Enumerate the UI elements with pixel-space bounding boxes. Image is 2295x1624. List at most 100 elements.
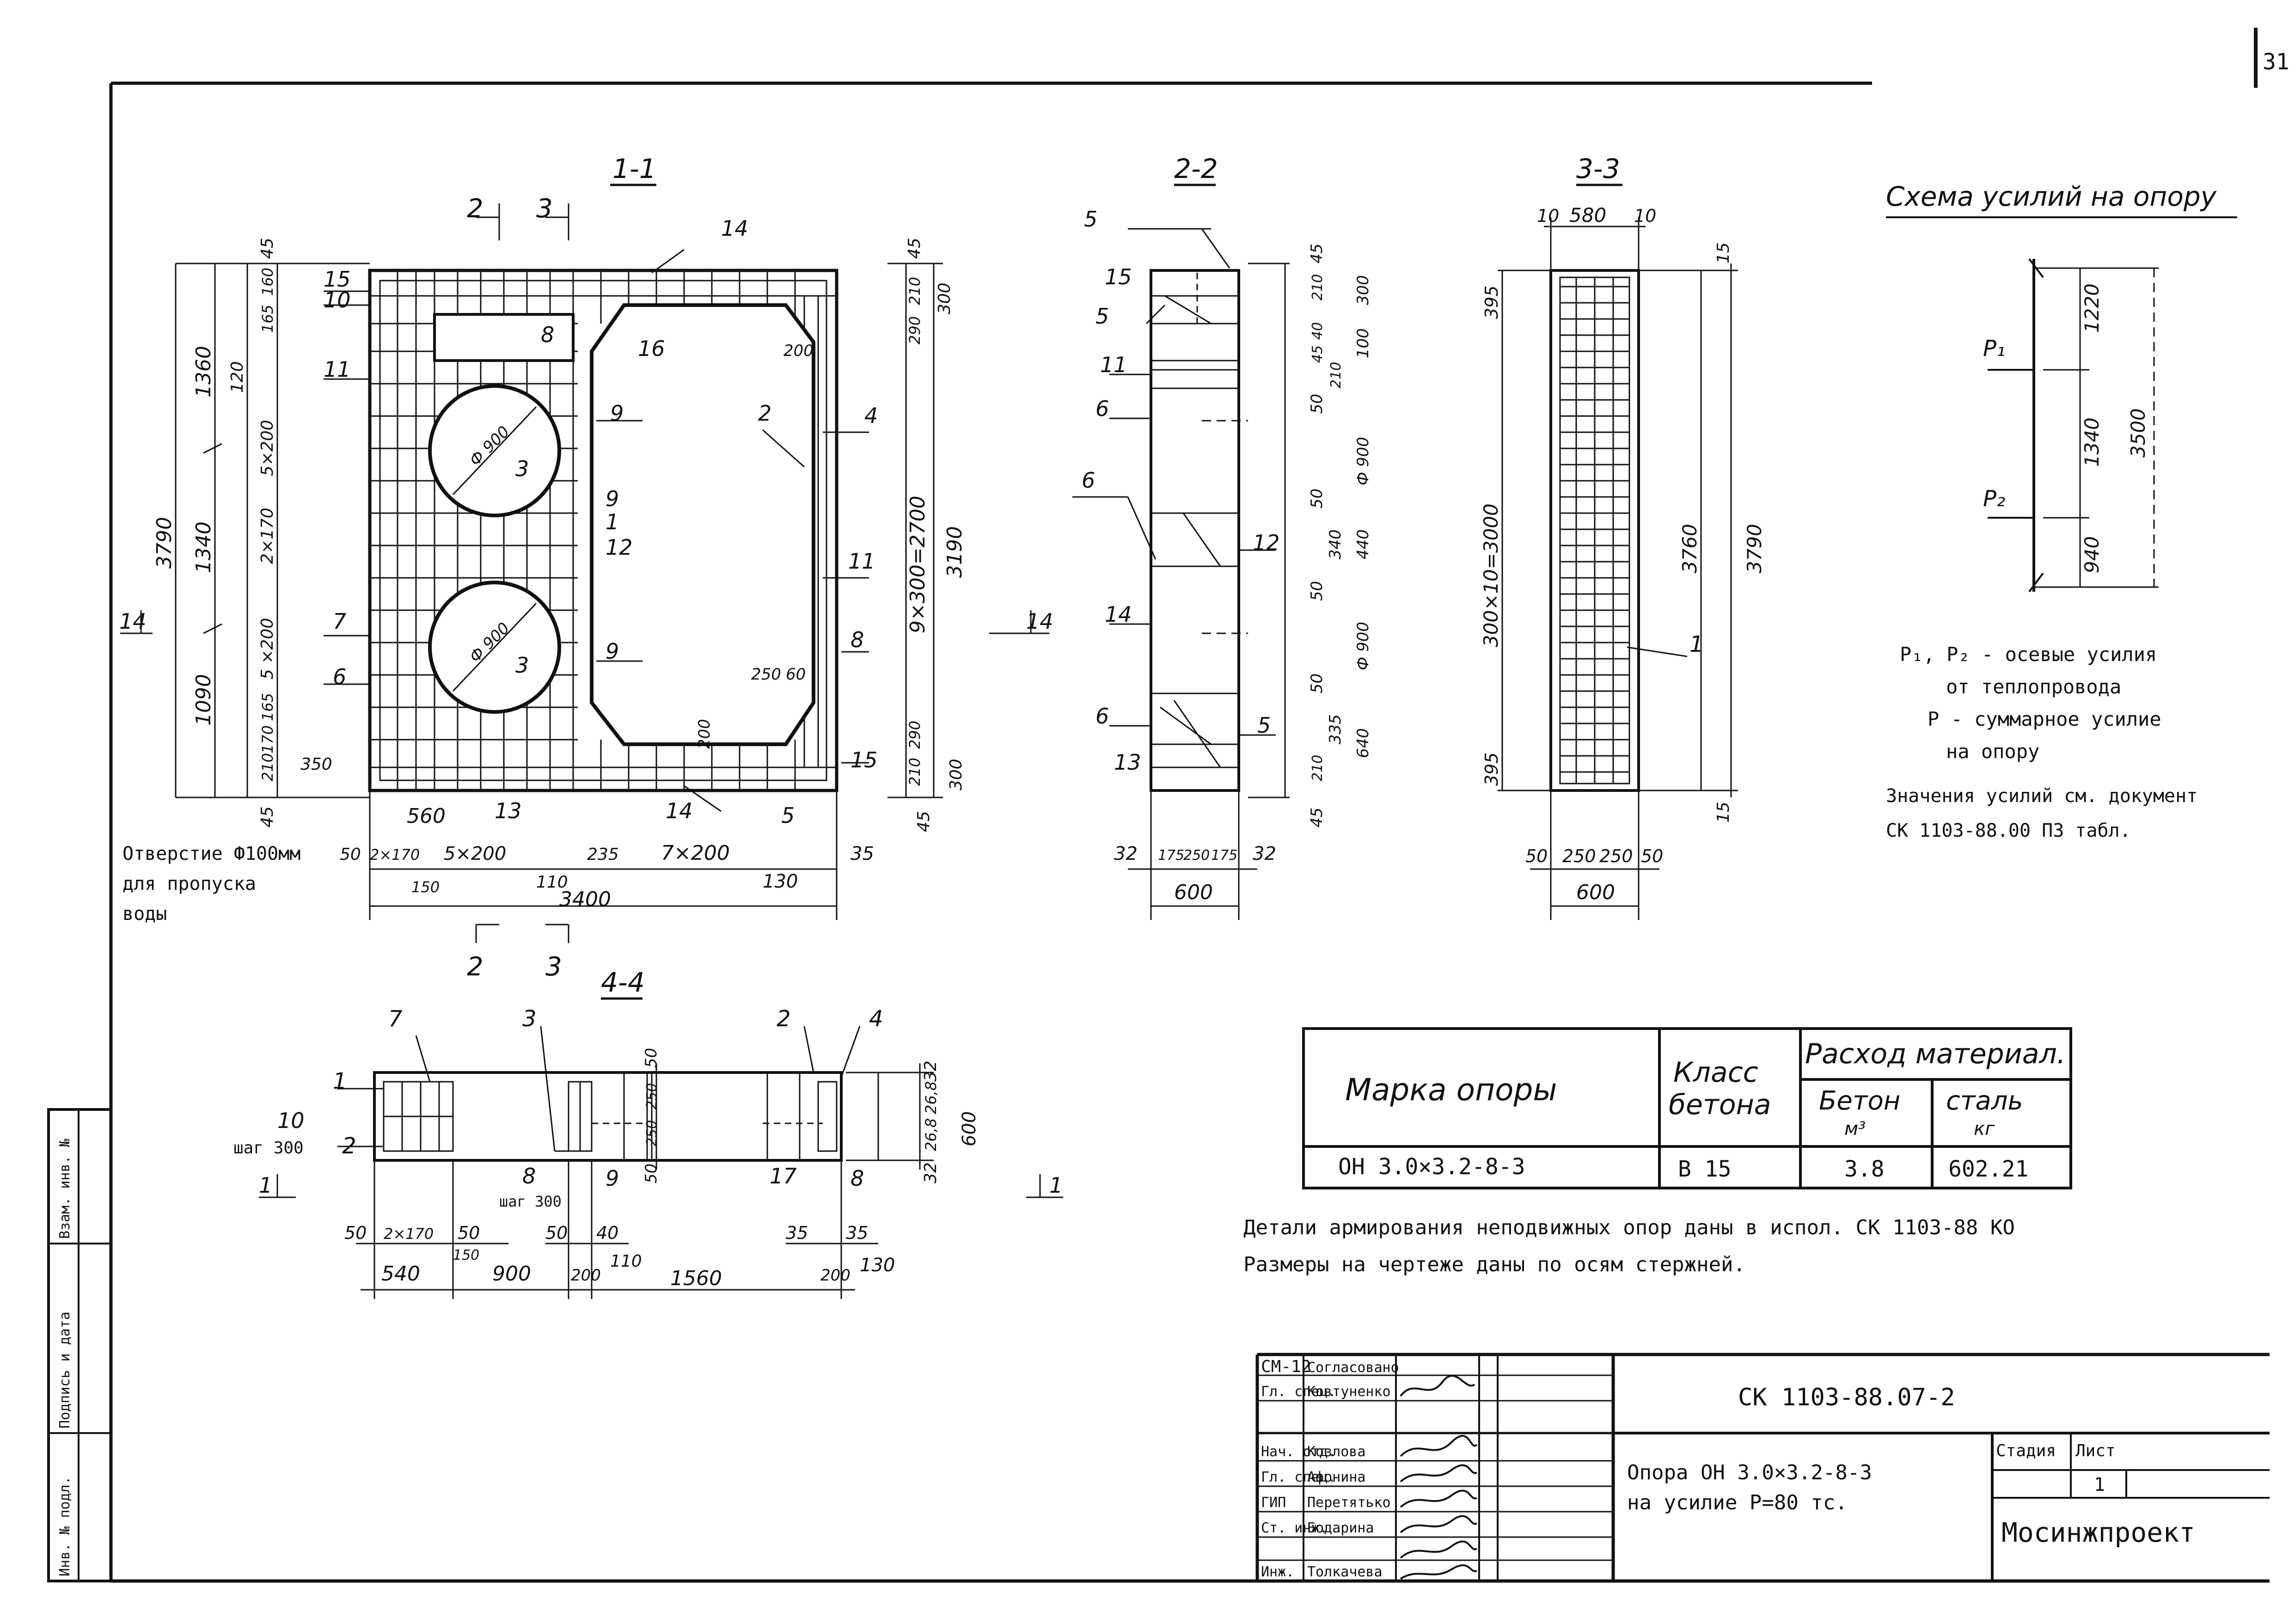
dim-35: 35	[851, 843, 874, 864]
dim-170: 170	[259, 725, 276, 754]
tb-r4-c0: Гл. спец.	[1261, 1469, 1336, 1485]
s44-b1-2x170: 2×170	[384, 1225, 434, 1243]
pos-4: 4	[864, 403, 878, 428]
tb-r7-c1: Толкачева	[1307, 1564, 1383, 1580]
tb-sheet-value: 1	[2094, 1474, 2105, 1495]
dim-1090: 1090	[192, 674, 215, 726]
s33-pos-1: 1	[1689, 631, 1704, 657]
tb-desc-2: на усилие P=80 тс.	[1627, 1491, 1848, 1514]
stamp-vzam: Взам. инв. №	[57, 1139, 73, 1239]
dim-50: 50	[340, 845, 361, 864]
s22-bot-32-b: 32	[1253, 843, 1276, 864]
s44-pos-2-left: 2	[342, 1133, 356, 1159]
section-4-4	[259, 997, 1063, 1299]
s22-dim-300: 300	[1354, 275, 1372, 305]
scheme-ref-2: СК 1103-88.00 ПЗ табл.	[1886, 820, 2131, 841]
stamp-sign: Подпись и дата	[57, 1311, 73, 1428]
s44-cut-1-left: 1	[259, 1173, 272, 1198]
s44-b3-1560: 1560	[670, 1267, 722, 1290]
s22-pos-5-b: 5	[1257, 713, 1271, 738]
s22-pos-6-b: 6	[1082, 468, 1095, 493]
section-1-1	[120, 184, 1049, 943]
pos-9-b: 9	[606, 486, 619, 511]
table-col-consumption: Расход материал.	[1805, 1038, 2066, 1070]
dim-165-b: 165	[259, 693, 276, 721]
table-col-steel: сталь	[1946, 1086, 2023, 1116]
force-scheme-labels: Схема усилий на опору P₁ P₂ 1220 1340 94…	[1886, 181, 2217, 841]
table-row-class: В 15	[1678, 1156, 1732, 1182]
dim-top-210: 210	[906, 277, 924, 305]
s44-right-268-b: 26,8	[922, 1118, 940, 1151]
inner-dim-250: 250	[751, 665, 781, 684]
s44-b3-540: 540	[381, 1262, 420, 1286]
s44-pos-9: 9	[606, 1166, 619, 1191]
dim-130: 130	[763, 871, 798, 892]
pos-12: 12	[606, 535, 633, 560]
stamp-inv: Инв. № подл.	[57, 1476, 73, 1576]
s44-b1-50-b: 50	[458, 1223, 480, 1243]
cut-bot-3: 3	[545, 952, 562, 982]
section-2-2-title: 2-2	[1174, 153, 1218, 184]
pos-3-b: 3	[515, 653, 529, 678]
s33-right-3790: 3790	[1743, 524, 1766, 573]
dim-right-290: 290	[906, 721, 924, 749]
dim-210: 210	[259, 753, 276, 781]
tb-r6-c1: Бодарина	[1307, 1520, 1374, 1536]
force-scheme	[1886, 216, 2237, 593]
dim-top-300: 300	[935, 282, 954, 314]
s22-dim-335: 335	[1326, 714, 1345, 744]
tb-r0-c1: Согласовано	[1307, 1360, 1399, 1376]
s44-b2-130: 130	[860, 1255, 895, 1276]
scheme-ref-1: Значения усилий см. документ	[1886, 785, 2197, 807]
tb-stage-label: Стадия	[1996, 1441, 2056, 1460]
s22-bot-32-a: 32	[1114, 843, 1138, 864]
dim-left-45b: 45	[258, 806, 277, 827]
section-3-3-labels: 3-3 10 580 10 395 300×10=3000 395 3760 3…	[1480, 153, 1766, 904]
tb-r4-c1: Афонина	[1307, 1469, 1365, 1485]
s22-pos-5: 5	[1095, 304, 1109, 329]
pos-9-a: 9	[610, 401, 624, 426]
s44-b3-900: 900	[492, 1262, 531, 1286]
s44-pos-4: 4	[869, 1006, 883, 1032]
scheme-legend-2: от теплопровода	[1946, 675, 2121, 698]
pos-15: 15	[324, 267, 351, 292]
pos-14-bot: 14	[666, 798, 693, 823]
note-2: Размеры на чертеже даны по осям стержней…	[1243, 1253, 1745, 1276]
inner-dim-60: 60	[786, 665, 806, 684]
dim-9x300: 9×300=2700	[906, 496, 930, 633]
tb-desc-1: Опора ОН 3.0×3.2-8-3	[1627, 1461, 1872, 1484]
s22-dim-50-a: 50	[1308, 394, 1326, 414]
s33-bot-50-b: 50	[1641, 846, 1663, 866]
s33-width-600: 600	[1576, 881, 1615, 904]
dim-left-45: 45	[258, 238, 277, 259]
s22-width-600: 600	[1174, 881, 1213, 904]
dim-3400: 3400	[559, 888, 611, 911]
s33-bot-250-b: 250	[1599, 846, 1633, 866]
s44-b2-110: 110	[610, 1252, 642, 1271]
pos-15-bot: 15	[851, 748, 878, 772]
s22-bot-175-a: 175	[1158, 847, 1184, 864]
tb-r3-c1: Козлова	[1307, 1444, 1365, 1460]
s44-right-268-a: 26,8	[922, 1081, 940, 1114]
dim-2x170-bot: 2×170	[370, 846, 420, 864]
pos-16: 16	[638, 336, 665, 361]
table-col-steel-unit: кг	[1974, 1118, 1995, 1140]
scheme-legend-3: P - суммарное усилие	[1928, 708, 2161, 730]
section-2-2	[1072, 184, 1290, 920]
s44-b3-200-a: 200	[571, 1266, 601, 1285]
s33-left-395-a: 395	[1481, 285, 1502, 319]
s44-step-300-b: шаг 300	[499, 1193, 562, 1210]
s22-pos-13: 13	[1114, 750, 1141, 775]
s22-dim-d900-a: Ф 900	[1354, 437, 1372, 485]
s44-b3-200-b: 200	[820, 1266, 851, 1285]
dim-1340: 1340	[192, 521, 215, 573]
tb-org: Мосинжпроект	[2001, 1517, 2195, 1548]
s33-bot-50-a: 50	[1525, 846, 1548, 866]
s22-dim-210-a: 210	[1310, 274, 1326, 300]
s22-dim-40: 40	[1310, 322, 1326, 340]
scheme-dim-1220: 1220	[2081, 283, 2103, 333]
dim-160: 160	[259, 268, 276, 296]
table-col-class-2: бетона	[1669, 1089, 1771, 1121]
pos-8-right: 8	[851, 627, 864, 652]
